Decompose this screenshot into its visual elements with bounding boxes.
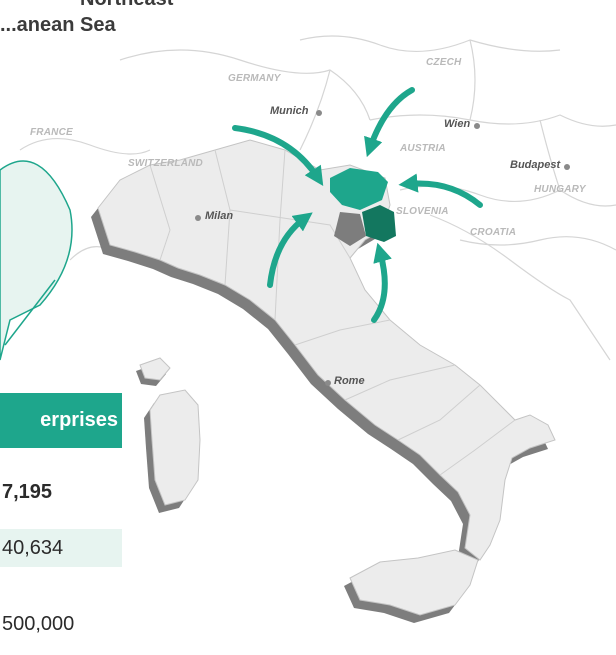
- city-dot-munich: [316, 110, 322, 116]
- city-label-munich: Munich: [270, 105, 309, 117]
- label-croatia: CROATIA: [470, 227, 517, 238]
- label-hungary: HUNGARY: [534, 184, 586, 195]
- flow-arrows: [232, 87, 483, 323]
- page-title: Northeast ...anean Sea: [0, 0, 173, 38]
- arrow-from-south: [371, 242, 392, 323]
- stat-row-1: 7,195: [2, 481, 53, 503]
- arrow-from-northwest: [232, 125, 324, 187]
- callout-bubble: [0, 160, 73, 361]
- city-dot-milan: [195, 215, 201, 221]
- label-czech: CZECH: [426, 57, 462, 68]
- arrow-from-east: [398, 173, 483, 208]
- label-slovenia: SLOVENIA: [396, 206, 449, 217]
- label-austria: AUSTRIA: [400, 143, 446, 154]
- city-label-milan: Milan: [205, 210, 234, 222]
- city-dot-wien: [474, 123, 480, 129]
- highlight-region-shadow: [334, 212, 366, 246]
- title-line-2: ...anean Sea: [0, 14, 116, 36]
- city-label-budapest: Budapest: [510, 159, 561, 171]
- italy-land: [97, 139, 556, 616]
- stats-header: erprises: [0, 393, 122, 448]
- title-line-1: Northeast: [0, 0, 173, 12]
- city-dot-rome: [325, 380, 331, 386]
- label-germany: GERMANY: [228, 73, 281, 84]
- label-switzerland: SWITZERLAND: [128, 158, 203, 169]
- highlight-region-friuli: [362, 205, 396, 242]
- stat-row-3: 500,000: [2, 613, 75, 635]
- label-france: FRANCE: [30, 127, 73, 138]
- arrow-from-southwest: [267, 212, 313, 288]
- city-label-rome: Rome: [334, 375, 365, 387]
- stat-row-2: 40,634: [0, 529, 122, 567]
- region-borders: [149, 149, 516, 476]
- city-dot-budapest: [564, 164, 570, 170]
- city-label-wien: Wien: [444, 118, 471, 130]
- arrow-from-north: [364, 87, 415, 158]
- highlight-region-veneto: [330, 168, 388, 210]
- callout-pointer: [4, 279, 56, 346]
